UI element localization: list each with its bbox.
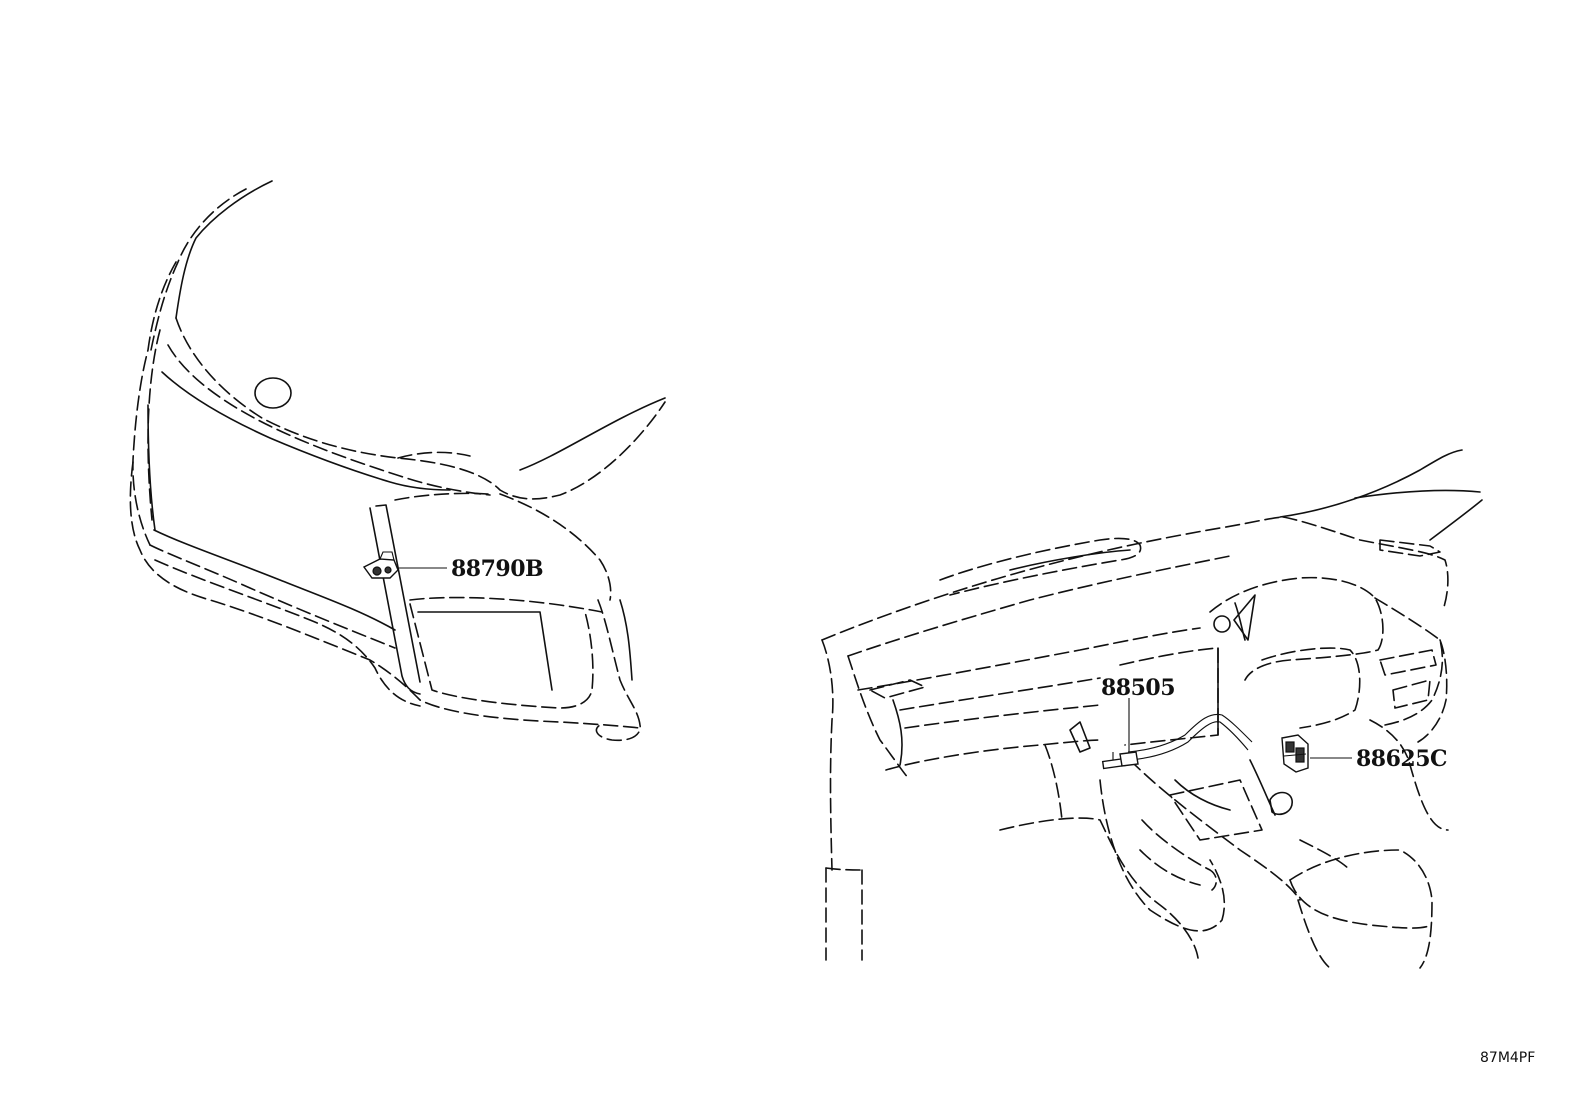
interior-sensor-callout: 88625C [1356, 746, 1447, 772]
diagram-id: 87M4PF [1480, 1050, 1535, 1066]
front-sensor-part [362, 551, 399, 579]
duct-sensor-callout: 88505 [1101, 675, 1175, 701]
front-sensor-callout: 88790B [451, 556, 543, 582]
dashboard-view [821, 449, 1483, 969]
duct-sensor-part [1101, 713, 1253, 770]
interior-sensor-part [1281, 734, 1309, 773]
front-bumper-view [129, 180, 666, 742]
emblem-outline [254, 377, 292, 409]
